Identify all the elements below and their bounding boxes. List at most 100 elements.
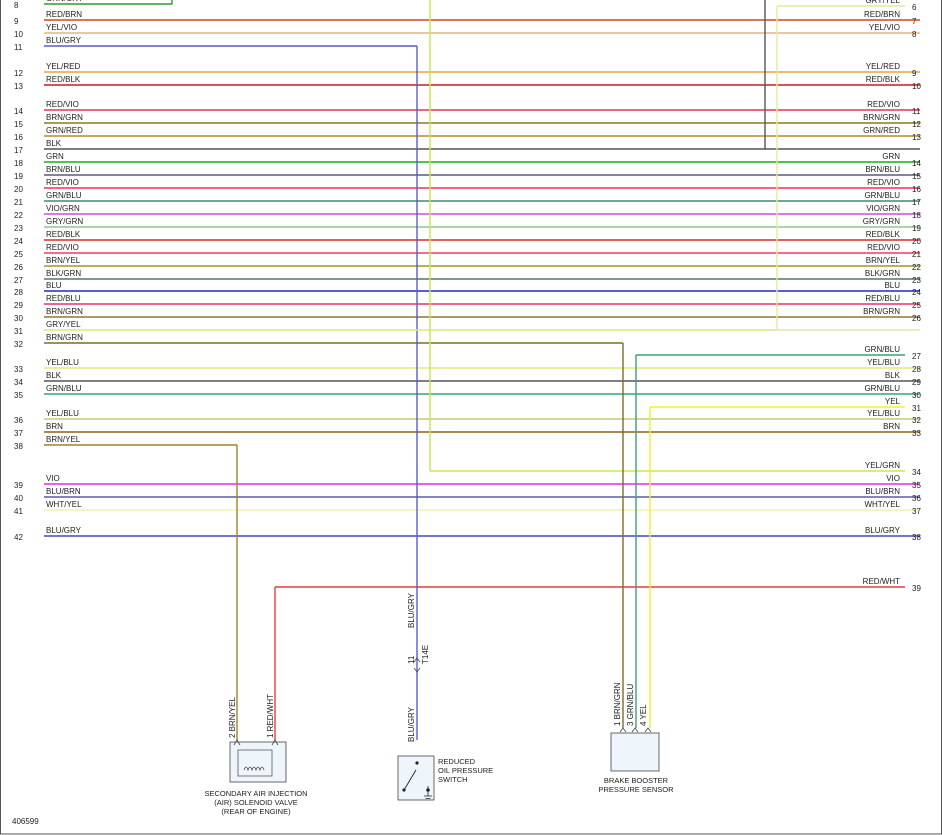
left-wire-label: BLK (46, 371, 62, 380)
left-wire-rows: 8GRN/GRY9RED/BRN10YEL/VIO11BLU/GRY12YEL/… (14, 0, 920, 542)
left-pin-number: 32 (14, 340, 23, 349)
right-wire-label: GRY/YEL (865, 0, 900, 5)
left-wire-label: BRN/YEL (46, 256, 81, 265)
brake-booster-sensor[interactable]: 1 BRN/GRN 3 GRN/BLU 4 YEL BRAKE BOOSTER … (598, 682, 674, 794)
right-wire-label: GRN/BLU (864, 345, 900, 354)
left-wire-label: GRN/BLU (46, 384, 82, 393)
right-pin-number: 13 (912, 133, 921, 142)
t14e-connector-bottom (413, 667, 421, 673)
right-pin-number: 11 (912, 107, 921, 116)
left-pin-number: 29 (14, 301, 23, 310)
left-wire-label: YEL/BLU (46, 358, 79, 367)
left-wire-label: RED/VIO (46, 100, 79, 109)
left-pin-number: 20 (14, 185, 23, 194)
right-wire-label: YEL/RED (866, 62, 900, 71)
brake-caption-1: BRAKE BOOSTER (604, 776, 669, 785)
air-valve-body (229, 741, 287, 783)
air-valve-pin-label-2: 2 BRN/YEL (228, 697, 237, 738)
left-wire-label: YEL/BLU (46, 409, 79, 418)
ground-dot (426, 788, 430, 792)
air-valve-connector-2 (233, 739, 241, 746)
brake-connector-4 (644, 727, 652, 733)
coil-icon (243, 766, 265, 772)
right-wire-row: 31 YEL (650, 397, 921, 413)
left-wire-label: VIO (46, 474, 60, 483)
oil-wire-label-top: BLU/GRY (407, 592, 416, 628)
brake-pin-label-3: 3 GRN/BLU (626, 684, 635, 726)
left-pin-number: 37 (14, 429, 23, 438)
right-pin-number: 37 (912, 507, 921, 516)
left-wire-label: RED/BLU (46, 294, 81, 303)
brake-connector-1 (619, 727, 627, 733)
right-pin-number: 29 (912, 378, 921, 387)
left-pin-number: 15 (14, 120, 23, 129)
left-wire-label: RED/VIO (46, 243, 79, 252)
right-wire-label: VIO (886, 474, 900, 483)
switch-contact (415, 761, 419, 765)
right-wire-rows: 6GRY/YEL7RED/BRN8YEL/VIO9YEL/RED10RED/BL… (275, 0, 921, 593)
left-wire-label: BLU (46, 281, 62, 290)
left-pin-number: 41 (14, 507, 23, 516)
right-pin-number: 24 (912, 288, 921, 297)
left-pin-number: 11 (14, 43, 23, 52)
right-wire-label: YEL (885, 397, 901, 406)
left-pin-number: 38 (14, 442, 23, 451)
oil-pressure-switch[interactable]: BLU/GRY 11 T14E BLU/GRY REDUCED OIL PRES… (397, 592, 493, 801)
oil-wire-label-bottom: BLU/GRY (407, 706, 416, 742)
left-wire-row: 35 GRN/BLU (14, 384, 920, 400)
right-pin-number: 16 (912, 185, 921, 194)
left-wire-label: GRY/YEL (46, 320, 81, 329)
left-wire-label: BLK (46, 139, 62, 148)
left-wire-label: YEL/RED (46, 62, 80, 71)
air-valve-connector-1 (271, 739, 279, 746)
right-wire-label: BLK/GRN (865, 269, 900, 278)
right-wire-label: GRN/BLU (864, 384, 900, 393)
air-valve-caption-1: SECONDARY AIR INJECTION (204, 789, 307, 798)
right-wire-row: 13 GRN/RED (863, 126, 921, 142)
left-pin-number: 35 (14, 391, 23, 400)
right-pin-number: 6 (912, 3, 917, 12)
left-wire-label: BRN/GRN (46, 113, 83, 122)
right-pin-number: 26 (912, 314, 921, 323)
right-wire-label: YEL/BLU (867, 409, 900, 418)
right-wire-label: BRN/BLU (865, 165, 900, 174)
left-pin-number: 14 (14, 107, 23, 116)
right-pin-number: 33 (912, 429, 921, 438)
right-wire-label: BRN (883, 422, 900, 431)
right-pin-number: 9 (912, 69, 917, 78)
right-wire-label: RED/BLU (865, 294, 900, 303)
right-pin-number: 30 (912, 391, 921, 400)
left-wire-label: GRN (46, 152, 64, 161)
left-wire-label: GRN/RED (46, 126, 83, 135)
right-pin-number: 36 (912, 494, 921, 503)
right-wire-row: 35 VIO (886, 474, 921, 490)
right-wire-label: GRN/RED (863, 126, 900, 135)
left-pin-number: 25 (14, 250, 23, 259)
switch-contact (402, 788, 406, 792)
left-pin-number: 36 (14, 416, 23, 425)
right-pin-number: 31 (912, 404, 921, 413)
left-pin-number: 33 (14, 365, 23, 374)
left-wire-label: YEL/VIO (46, 23, 77, 32)
air-solenoid-valve[interactable]: 2 BRN/YEL 1 RED/WHT SECONDARY AIR INJECT… (204, 694, 307, 816)
right-wire-label: RED/BLK (866, 75, 901, 84)
left-pin-number: 26 (14, 263, 23, 272)
right-pin-number: 35 (912, 481, 921, 490)
left-wire-label: BLU/BRN (46, 487, 81, 496)
left-pin-number: 22 (14, 211, 23, 220)
